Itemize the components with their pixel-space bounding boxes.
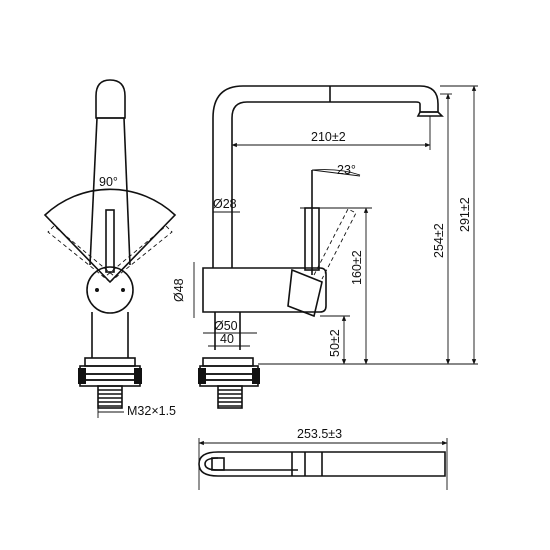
spout-outline [212, 85, 439, 268]
top-length-label: 253.5±3 [297, 427, 342, 441]
body-diameter-label: Ø48 [172, 278, 186, 302]
faucet-body [202, 267, 327, 313]
top-spout-outline [198, 451, 446, 477]
front-view: M32×1.5 90° [43, 79, 177, 418]
spout-diameter-label: Ø28 [213, 197, 237, 211]
swing-sector [43, 188, 177, 284]
total-height-label: 291±2 [458, 197, 472, 232]
lever-angle-label: 23° [337, 163, 356, 177]
swing-angle-label: 90° [99, 175, 118, 189]
lever-knob [86, 266, 134, 314]
side-view: 23° Ø50 40 210±2 Ø28 Ø48 [172, 85, 478, 409]
base-width-label: 40 [220, 332, 234, 346]
spout-height-label: 254±2 [432, 223, 446, 258]
thread-size-label: M32×1.5 [127, 404, 176, 418]
spout-reach-label: 210±2 [311, 130, 346, 144]
base-height-label: 50±2 [328, 329, 342, 357]
lever-height-label: 160±2 [350, 250, 364, 285]
base-diameter-label: Ø50 [214, 319, 238, 333]
top-view: 253.5±3 [198, 427, 448, 490]
